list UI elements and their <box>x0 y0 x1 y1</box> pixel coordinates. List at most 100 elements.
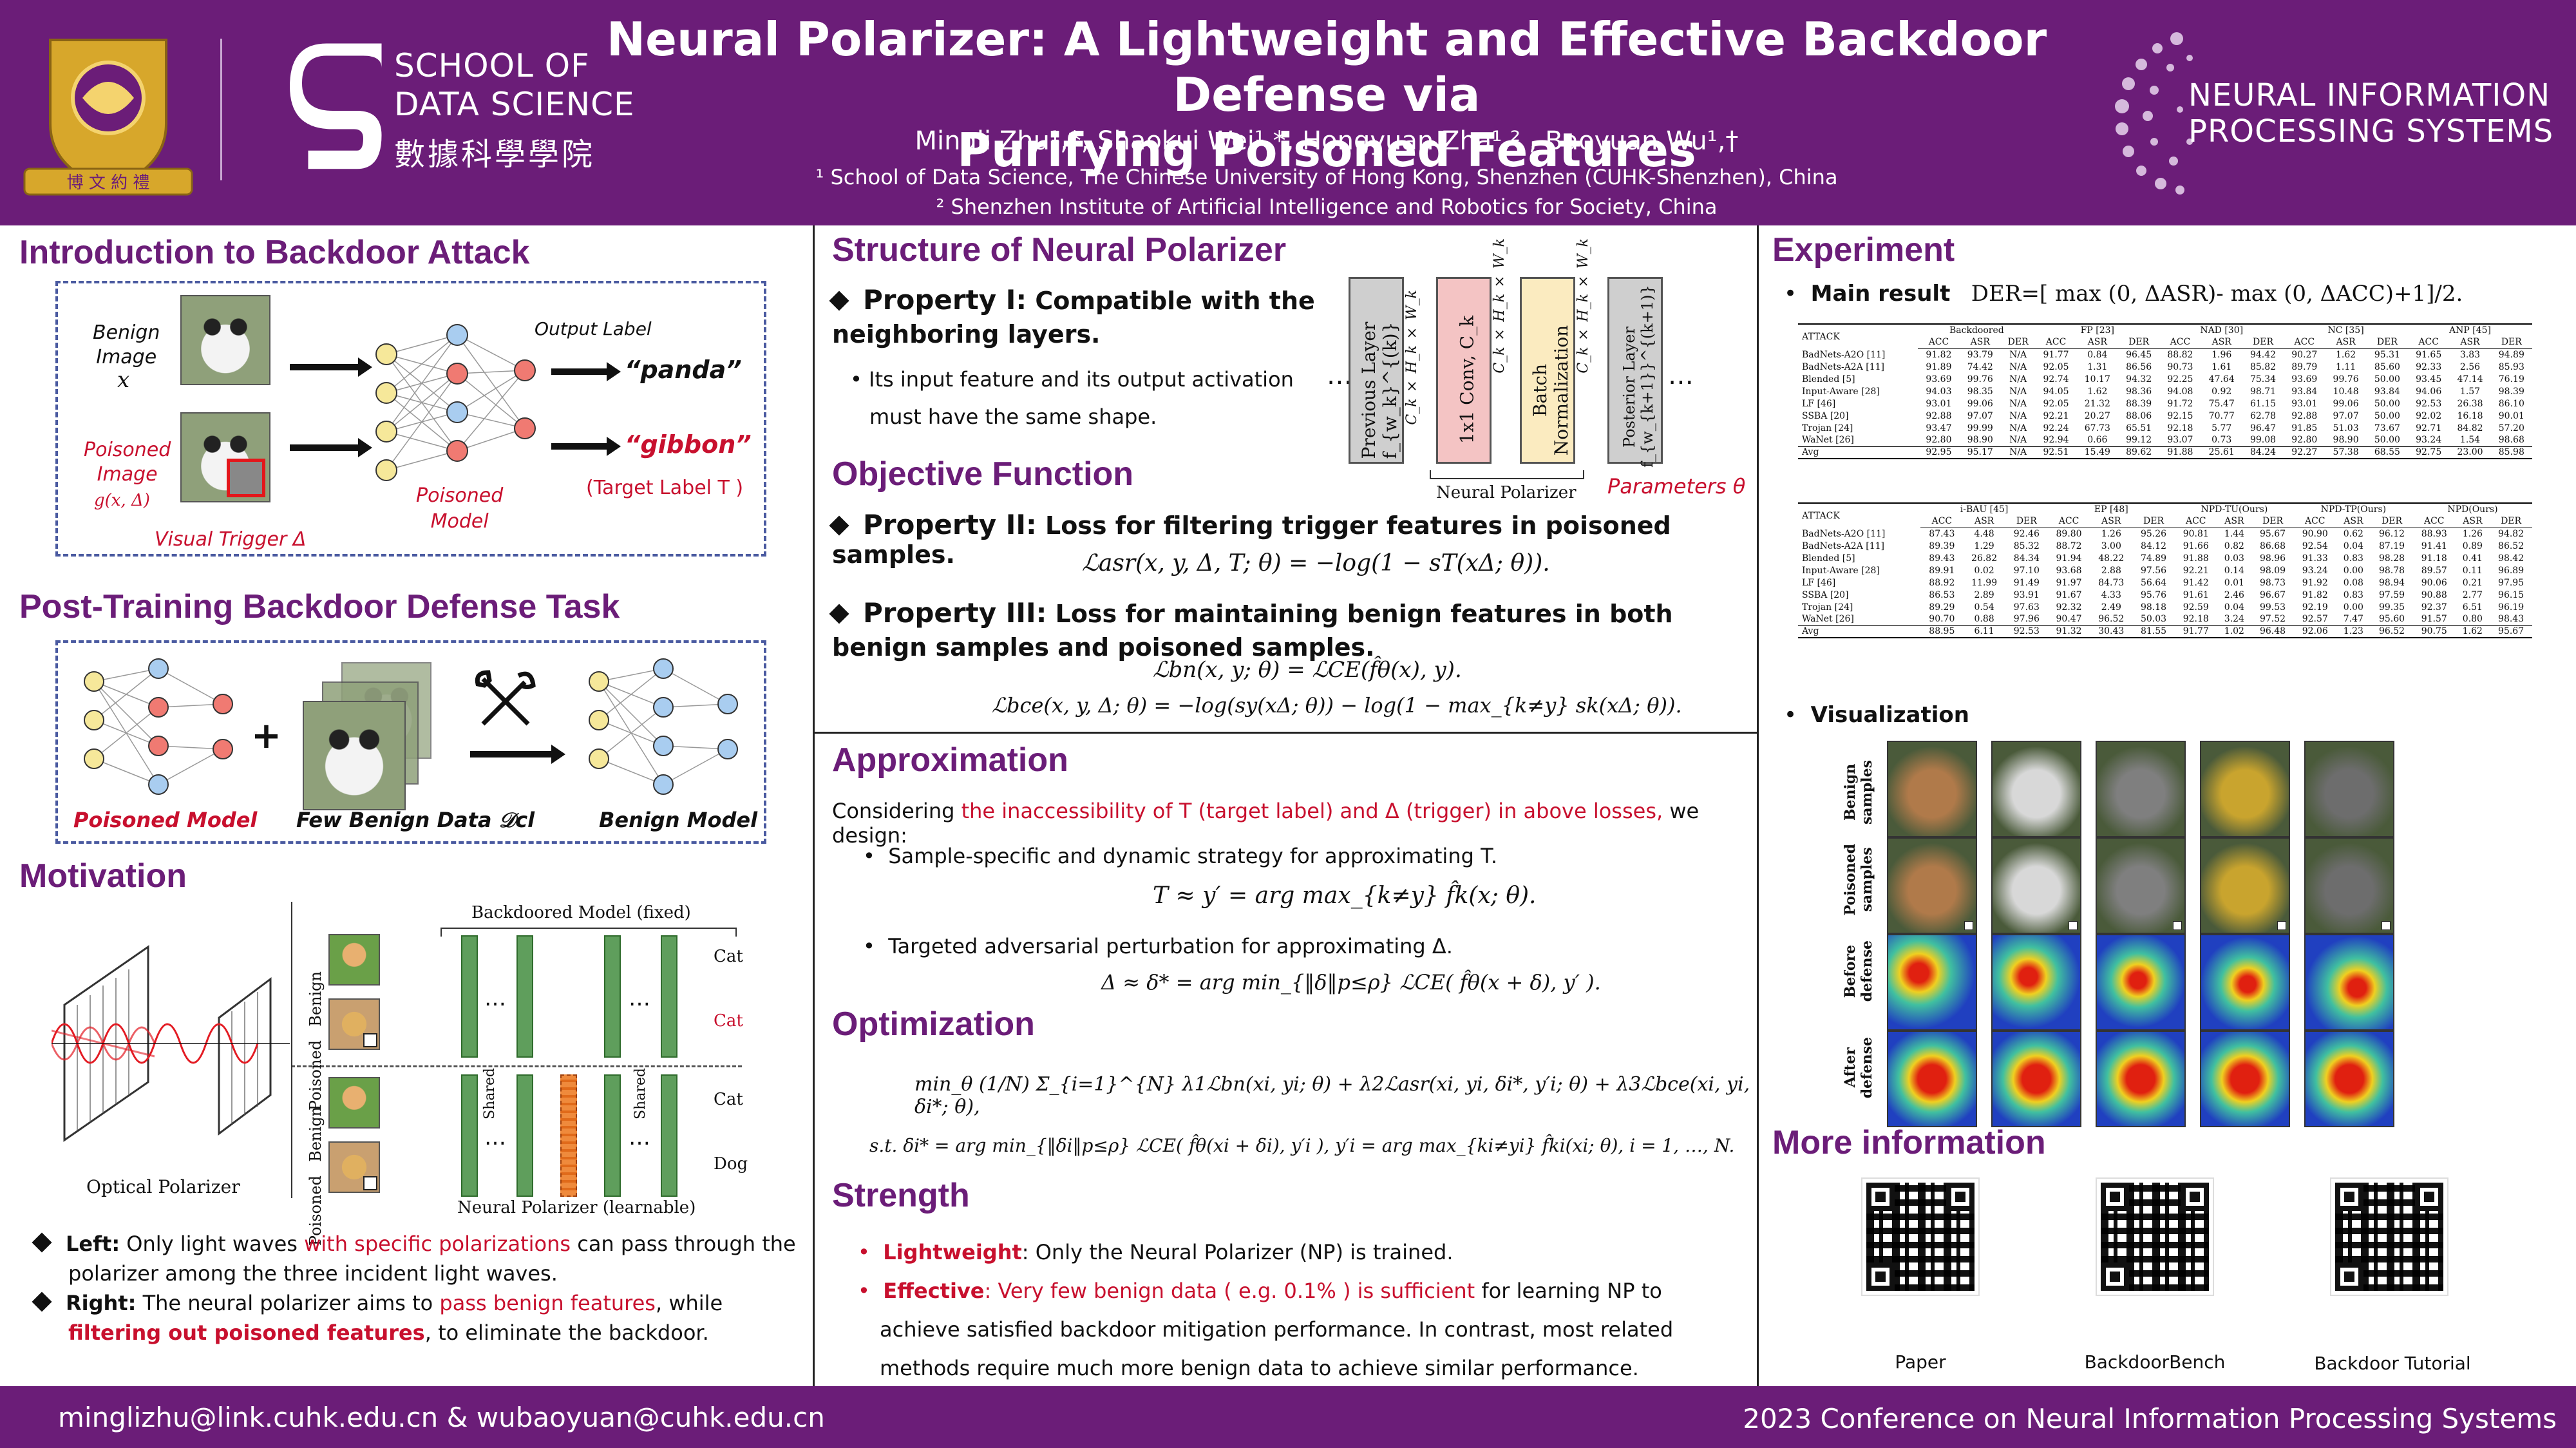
affiliation-2: ² Shenzhen Institute of Artificial Intel… <box>936 195 1718 219</box>
table-cell: 1.29 <box>1974 540 1994 551</box>
table-cell: 97.96 <box>2013 614 2040 625</box>
table-cell: N/A <box>2009 361 2027 372</box>
table-cell: 3.83 <box>2459 349 2481 360</box>
table-cell: 90.88 <box>2421 589 2447 600</box>
poisoned-network-icon <box>375 324 536 481</box>
header-divider <box>220 39 222 180</box>
table-col-header: DER <box>2371 515 2413 528</box>
table-cell: N/A <box>2009 410 2027 421</box>
table-cell: BadNets-A2O [11] <box>1802 349 1886 360</box>
poisoned-model-network-icon <box>84 658 233 795</box>
column-divider-2 <box>1757 225 1759 1386</box>
table-cell: 1.26 <box>2462 528 2483 539</box>
table-cell: 91.88 <box>2159 446 2201 459</box>
layer-block <box>604 935 621 1058</box>
table-cell: 74.89 <box>2140 553 2167 564</box>
vis-row-label: Before defense <box>1842 940 1875 1002</box>
table-cell: 84.82 <box>2457 423 2483 433</box>
table-cell: 94.06 <box>2416 386 2442 397</box>
qr-label-paper: Paper <box>1895 1351 1946 1373</box>
table-cell: 98.43 <box>2498 614 2524 625</box>
sds-logo <box>290 43 382 169</box>
table-col-header: DER <box>2366 336 2409 349</box>
table-cell: 85.82 <box>2249 361 2277 372</box>
output-label-caption: Output Label <box>535 318 652 339</box>
table-cell: 21.32 <box>2084 398 2110 409</box>
experiment-heading: Experiment <box>1772 231 1955 269</box>
table-cell: 0.21 <box>2462 577 2483 588</box>
column-divider-1 <box>813 225 815 1386</box>
qr-code-tutorial[interactable] <box>2330 1177 2448 1296</box>
table-cell: 92.05 <box>2043 361 2069 372</box>
table-cell: 0.41 <box>2462 553 2483 564</box>
poisoned-model-caption: Poisoned Model <box>73 808 258 832</box>
split-line <box>291 1065 742 1067</box>
table-group-header: NPD(Ours) <box>2447 504 2498 515</box>
table-cell: 91.32 <box>2047 625 2090 638</box>
table-cell: 94.03 <box>1926 386 1952 397</box>
table-cell: 92.24 <box>2043 423 2069 433</box>
poisoned-var: g(x, Δ) <box>94 491 150 510</box>
table-cell: SSBA [20] <box>1802 589 1849 600</box>
table-cell: 93.91 <box>2013 589 2040 600</box>
table-group-header: ANP [45] <box>2449 325 2491 336</box>
qr-code-backdoorbench[interactable] <box>2096 1177 2214 1296</box>
table-cell: 92.80 <box>2291 435 2318 446</box>
table-cell: 91.61 <box>2183 589 2209 600</box>
table-cell: 92.59 <box>2183 602 2209 613</box>
table-cell: BadNets-A2A [11] <box>1802 361 1884 372</box>
table-cell: 50.00 <box>2374 374 2400 385</box>
vis-row-label: Benign samples <box>1842 760 1875 825</box>
table-cell: WaNet [26] <box>1802 435 1854 446</box>
table-cell: 88.82 <box>2167 349 2193 360</box>
table-cell: 2.46 <box>2224 589 2244 600</box>
table-cell: 3.24 <box>2224 614 2244 625</box>
table-cell: 91.49 <box>2013 577 2040 588</box>
vis-row-label: Poisoned samples <box>1842 844 1875 916</box>
authors: Mingli Zhu¹,*, Shaokui Wei¹,*, Hongyuan … <box>914 126 1739 156</box>
table-cell: 15.49 <box>2076 446 2118 459</box>
table-cell: 99.08 <box>2249 435 2277 446</box>
property-1-detail: • Its input feature and its output activ… <box>850 367 1294 429</box>
table-cell: 88.06 <box>2126 410 2152 421</box>
optical-polarizer-caption: Optical Polarizer <box>86 1176 240 1197</box>
shape-label: C_k × H_k × W_k <box>1404 290 1420 425</box>
gradcam-heatmap <box>2200 1031 2290 1127</box>
table-cell: 87.43 <box>1929 528 1955 539</box>
qr-code-paper[interactable] <box>1861 1177 1980 1296</box>
table-cell: 92.06 <box>2293 625 2336 638</box>
trigger-patch <box>227 459 265 497</box>
table-group-header: NAD [30] <box>2200 325 2244 336</box>
table-col-header: ASR <box>1963 515 2005 528</box>
post-training-diagram: + Poisoned Model Few Benign Data 𝒟cl Ben… <box>55 640 766 844</box>
table-cell: 1.44 <box>2224 528 2244 539</box>
table-cell: 3.00 <box>2101 540 2121 551</box>
visualization-grid: Benign samples Poisoned samples Before d… <box>1842 741 2486 1127</box>
gradcam-heatmap <box>2096 934 2186 1031</box>
table-cell: 26.38 <box>2457 398 2483 409</box>
structure-heading: Structure of Neural Polarizer <box>832 231 1287 269</box>
table-cell: 7.47 <box>2343 614 2363 625</box>
table-cell: 99.53 <box>2259 602 2286 613</box>
table-group-header: NC [35] <box>2327 325 2364 336</box>
table-cell: 16.18 <box>2457 410 2483 421</box>
table-cell: 98.18 <box>2140 602 2167 613</box>
dog-image <box>328 998 380 1050</box>
vertical-rule <box>291 902 292 1198</box>
table-cell: 90.90 <box>2302 528 2328 539</box>
table-col-header: DER <box>2490 515 2532 528</box>
table-cell: 97.52 <box>2259 614 2286 625</box>
neural-polarizer-motivation-diagram: Backdoored Model (fixed) Benign Poisoned… <box>291 902 768 1246</box>
eq-constraint: s.t. δi* = arg min_{‖δi‖p≤ρ} ℒCE( f̂θ(xi… <box>869 1135 1735 1156</box>
table-cell: 95.67 <box>2490 625 2532 638</box>
bullet-right: Right: The neural polarizer aims to pass… <box>19 1288 799 1348</box>
table-cell: 92.27 <box>2284 446 2325 459</box>
table-cell: 20.27 <box>2084 410 2110 421</box>
table-cell: 94.42 <box>2249 349 2277 360</box>
table-col-header: ACC <box>2159 336 2201 349</box>
table-attack-header: ATTACK <box>1802 331 1840 342</box>
table-cell: 70.77 <box>2208 410 2235 421</box>
